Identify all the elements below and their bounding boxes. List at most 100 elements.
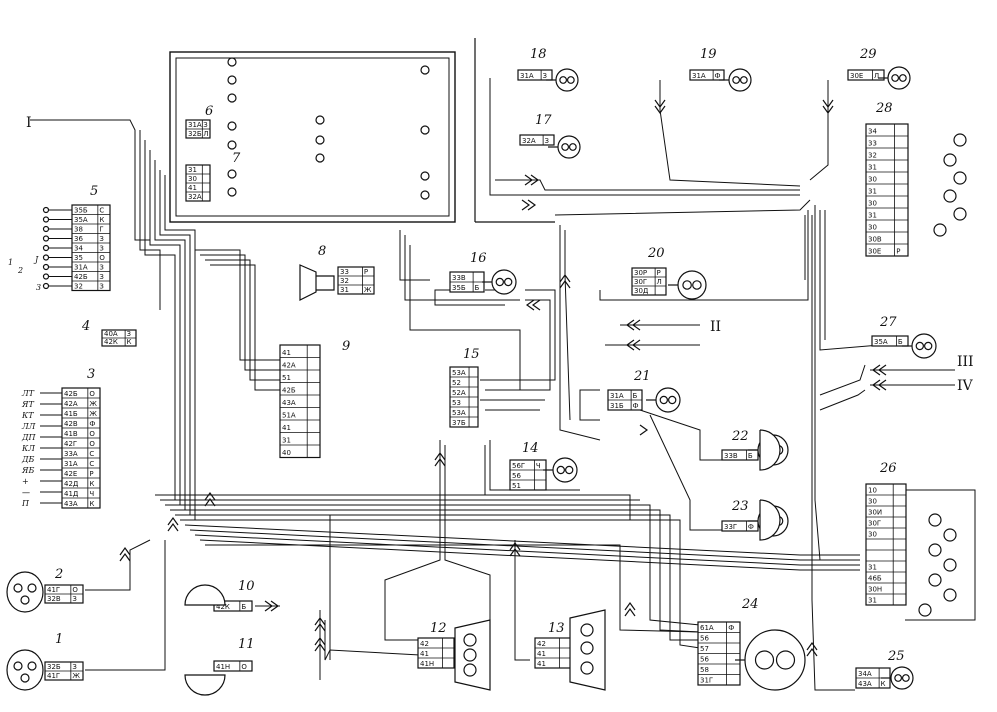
label-3: 3 [87, 367, 95, 382]
wire-color-code: Б [748, 452, 753, 460]
wire-color-code: К [126, 338, 131, 346]
lamp-icon [548, 135, 581, 159]
pin-label: 40А [104, 330, 118, 338]
wire-arrows [119, 99, 887, 657]
lamp-icon [546, 68, 579, 92]
switch-5-position-label: J [33, 255, 39, 264]
wire-color-code: З [99, 282, 104, 290]
bulb-icon [928, 543, 942, 557]
pin-label: 31А [74, 263, 88, 271]
label-14: 14 [522, 441, 539, 456]
switch-3-position-label: П [21, 499, 30, 508]
wire-color-code: О [89, 390, 95, 398]
connector-block [847, 69, 885, 81]
label-20: 20 [647, 246, 665, 261]
pin-label: 31А [692, 72, 706, 80]
label-6: 6 [205, 104, 213, 119]
connector-block [213, 600, 253, 612]
switch-contact [42, 244, 50, 252]
indicator-lamp-icon [227, 140, 237, 150]
wire-color-code: С [89, 460, 94, 468]
pin-label: 31Б [610, 402, 624, 410]
dome-lamp-icon [184, 584, 226, 606]
pin-label: 31Г [700, 677, 713, 685]
label-2: 2 [54, 567, 63, 582]
wire-color-code: О [89, 430, 95, 438]
indicator-lamp-icon [420, 190, 430, 200]
switch-3-position-label: — [22, 488, 30, 497]
pin-label: 32В [47, 595, 61, 603]
pin-label: 41Н [216, 663, 230, 671]
pin-label: 42К [104, 338, 118, 346]
wire-color-code: Ж [364, 286, 372, 294]
label-29: 29 [859, 47, 877, 62]
wire-color-code: З [544, 137, 549, 145]
indicator-lamp-icon [227, 57, 237, 67]
pin-label: 42Г [64, 440, 77, 448]
wire-color-code: К [880, 680, 885, 688]
pin-label: 53А [452, 409, 466, 417]
pin-label: 41Б [64, 410, 78, 418]
pin-label: 33 [868, 139, 877, 147]
wire-color-code: Л [656, 278, 661, 286]
label-19: 19 [700, 47, 717, 62]
bulb-icon [943, 153, 957, 167]
pin-label: 30 [868, 199, 877, 207]
switch-3-position-label: ЯБ [21, 466, 34, 475]
component-4: 40А З 42К К [101, 329, 137, 347]
bulb-icon [943, 528, 957, 542]
pin-label: 30Е [868, 247, 881, 255]
pin-label: 41Д [64, 490, 79, 498]
wire-color-code: Ж [89, 410, 97, 418]
bulb-icon [943, 558, 957, 572]
connector-block [213, 660, 253, 672]
pin-label: 33В [452, 274, 466, 282]
connector-block [865, 123, 909, 257]
indicator-lamp-icon [420, 65, 430, 75]
pin-label: 30И [868, 509, 882, 517]
pin-label: 56 [700, 656, 709, 664]
pin-label: 30Е [850, 72, 863, 80]
bulb-icon [943, 189, 957, 203]
pin-label: 30 [868, 175, 877, 183]
wire-color-code: З [126, 330, 131, 338]
wire-color-code: З [99, 273, 104, 281]
pin-label: 40 [282, 449, 291, 457]
wire-color-code: Ж [89, 400, 97, 408]
pin-label: 34 [74, 244, 83, 252]
pin-label: 41 [537, 660, 546, 668]
label-1: 1 [55, 632, 63, 647]
connector-block [417, 637, 455, 669]
pin-label: 41 [282, 424, 291, 432]
label-23: 23 [731, 499, 749, 514]
connector-block [721, 449, 759, 461]
pin-label: 31 [188, 166, 197, 174]
switch-3-position-label: КТ [21, 411, 34, 420]
pin-label: 56Г [512, 462, 525, 470]
wire-color-code: Ф [714, 72, 720, 80]
pin-label: 30В [868, 235, 882, 243]
pin-label: 42Д [64, 480, 79, 488]
label-8: 8 [318, 244, 326, 259]
bulb-icon [580, 641, 594, 655]
indicator-lamp-icon [227, 187, 237, 197]
wire-color-code: О [89, 440, 95, 448]
switch-3-position-label: ЛЛ [21, 422, 36, 431]
bulb-icon [928, 513, 942, 527]
switch-contact [42, 263, 50, 271]
lamp-icon [735, 629, 806, 691]
switch-3-position-label: ЛТ [21, 389, 35, 398]
